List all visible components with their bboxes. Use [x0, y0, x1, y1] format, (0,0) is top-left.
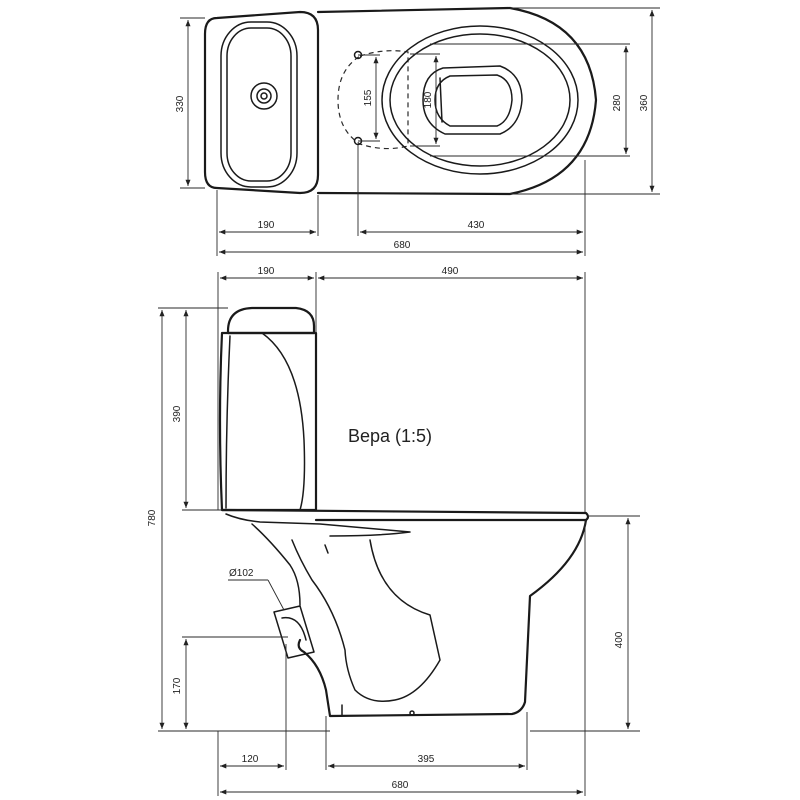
dim-side-780: 780	[147, 509, 158, 526]
dim-side-390: 390	[172, 405, 183, 422]
dim-top-680: 680	[394, 240, 411, 251]
dim-side-395: 395	[418, 754, 435, 765]
dim-side-120: 120	[242, 754, 259, 765]
dim-top-280: 280	[612, 94, 623, 111]
dim-top-360: 360	[639, 94, 650, 111]
top-view-outline	[203, 6, 598, 196]
dim-side-400: 400	[614, 631, 625, 648]
dim-side-190: 190	[258, 266, 275, 277]
side-view: 190 490 780 390 400 170 Ø102 120 395 680…	[147, 266, 640, 796]
drawing-title: Вера (1:5)	[348, 426, 432, 446]
dim-top-180: 180	[423, 91, 434, 108]
dim-outlet-diameter: Ø102	[229, 568, 254, 579]
top-view: 330 155 180 280 360 190 430 680	[175, 6, 660, 256]
dim-top-155: 155	[363, 89, 374, 106]
dim-top-190: 190	[258, 220, 275, 231]
dim-top-430: 430	[468, 220, 485, 231]
top-dimensions	[180, 7, 660, 256]
dim-top-330: 330	[175, 95, 186, 112]
dim-side-490: 490	[442, 266, 459, 277]
side-dimensions	[158, 272, 640, 796]
dim-side-680: 680	[392, 780, 409, 791]
side-view-outline	[218, 306, 590, 718]
dim-side-170: 170	[172, 677, 183, 694]
